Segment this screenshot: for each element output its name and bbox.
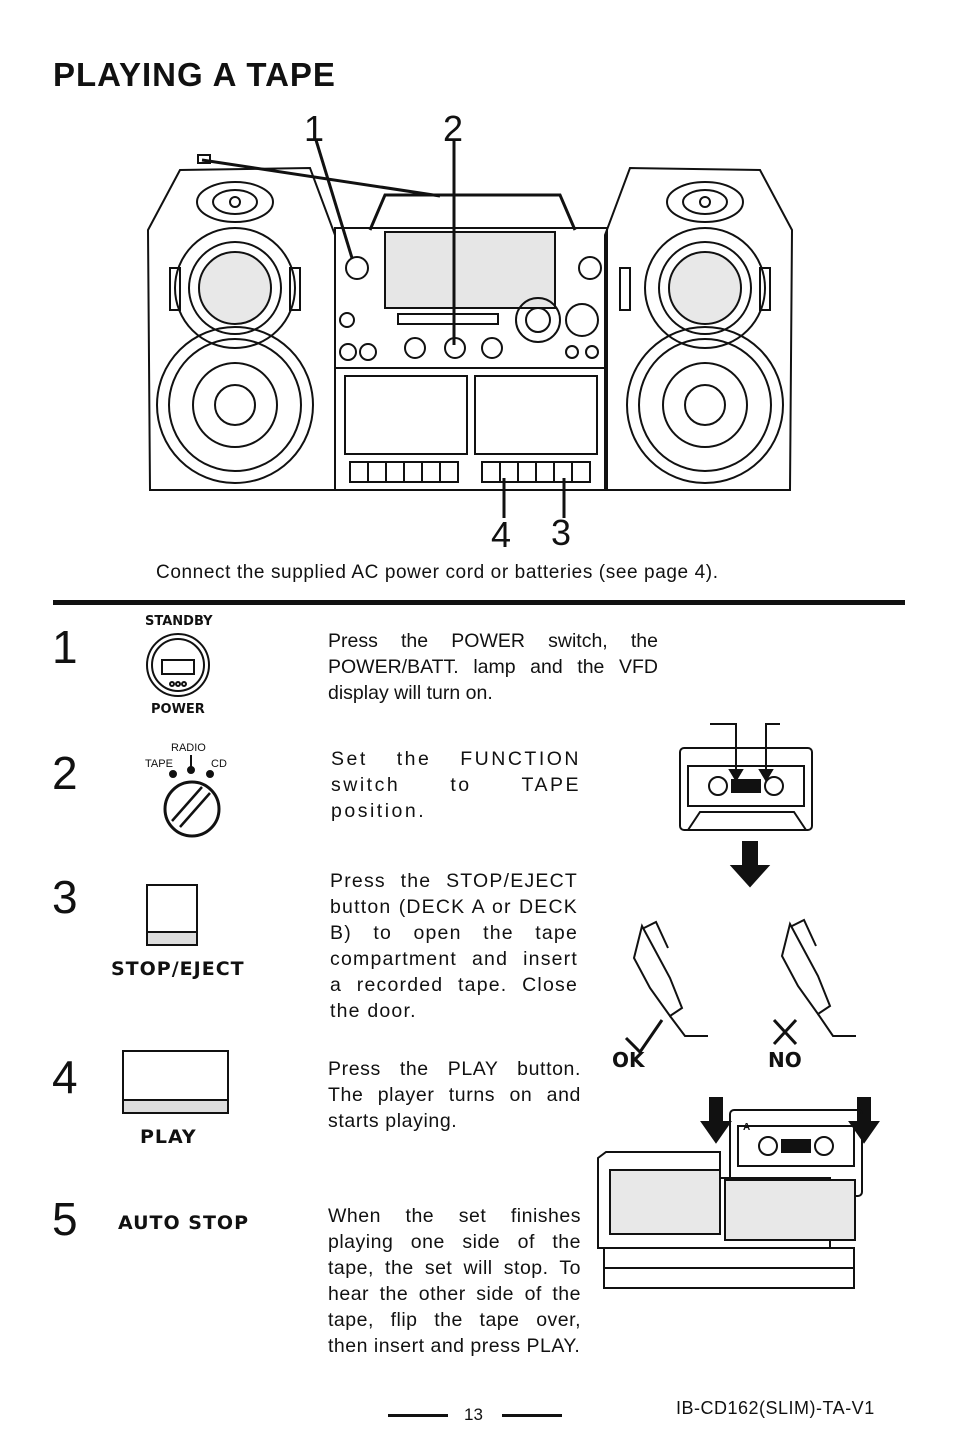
ok-label: OK xyxy=(612,1048,645,1072)
auto-stop-label: AUTO STOP xyxy=(118,1212,249,1234)
ok-tape-orientation-icon xyxy=(624,920,708,1055)
antenna-tip xyxy=(197,154,211,164)
play-label: PLAY xyxy=(140,1126,197,1148)
standby-label: STANDBY xyxy=(145,614,213,629)
step-4-text: Press the PLAY button. The player turns … xyxy=(328,1058,581,1132)
main-unit xyxy=(334,227,608,491)
power-switch-icon xyxy=(146,633,210,697)
step-3-number: 3 xyxy=(52,871,78,923)
leader-1 xyxy=(314,140,354,259)
page-number: 13 xyxy=(464,1405,483,1424)
deck-a-label: A xyxy=(743,1122,751,1133)
left-speaker xyxy=(146,166,336,491)
callout-4: 4 xyxy=(491,514,512,555)
footer-line-left xyxy=(388,1414,448,1417)
tape-insert-illustration xyxy=(597,723,880,1289)
radio-label: RADIO xyxy=(171,742,206,754)
cassette-icon xyxy=(679,723,813,831)
boombox-illustration xyxy=(146,140,794,518)
page-title: PLAYING A TAPE xyxy=(53,56,336,93)
play-button-icon xyxy=(122,1050,229,1114)
tape-label: TAPE xyxy=(145,758,173,770)
antenna xyxy=(201,158,441,198)
step-5-text: When the set finishes playing one side o… xyxy=(328,1205,581,1357)
deck-insert-figure xyxy=(597,1097,880,1289)
cd-label: CD xyxy=(211,758,227,770)
step-2-text-content: Set the FUNCTION switch to TAPE position… xyxy=(331,748,581,822)
step-1-text: Press the POWER switch, the POWER/BATT. … xyxy=(328,630,658,704)
no-tape-orientation-icon xyxy=(772,918,856,1046)
callout-2: 2 xyxy=(443,108,464,149)
carry-handle xyxy=(368,193,577,231)
step-4-number: 4 xyxy=(52,1051,78,1103)
no-label: NO xyxy=(768,1048,802,1072)
callout-1: 1 xyxy=(304,108,325,149)
power-caption: Connect the supplied AC power cord or ba… xyxy=(156,562,719,583)
stop-eject-label: STOP/EJECT xyxy=(111,958,245,980)
footer-line-right xyxy=(502,1414,562,1417)
callout-3: 3 xyxy=(551,512,572,553)
section-divider xyxy=(53,600,905,605)
power-label: POWER xyxy=(151,702,205,717)
step-2-number: 2 xyxy=(52,747,78,799)
step-5-number: 5 xyxy=(52,1193,78,1245)
down-arrow-icon xyxy=(729,841,771,888)
document-code: IB-CD162(SLIM)-TA-V1 xyxy=(676,1398,875,1418)
right-speaker xyxy=(604,166,794,491)
step-3-text: Press the STOP/EJECT button (DECK A or D… xyxy=(330,870,578,1022)
function-switch-icon xyxy=(163,755,221,838)
stop-eject-button-icon xyxy=(146,884,198,946)
step-2-text: Set the FUNCTION switch to TAPE position… xyxy=(331,746,581,824)
step-1-number: 1 xyxy=(52,621,78,673)
